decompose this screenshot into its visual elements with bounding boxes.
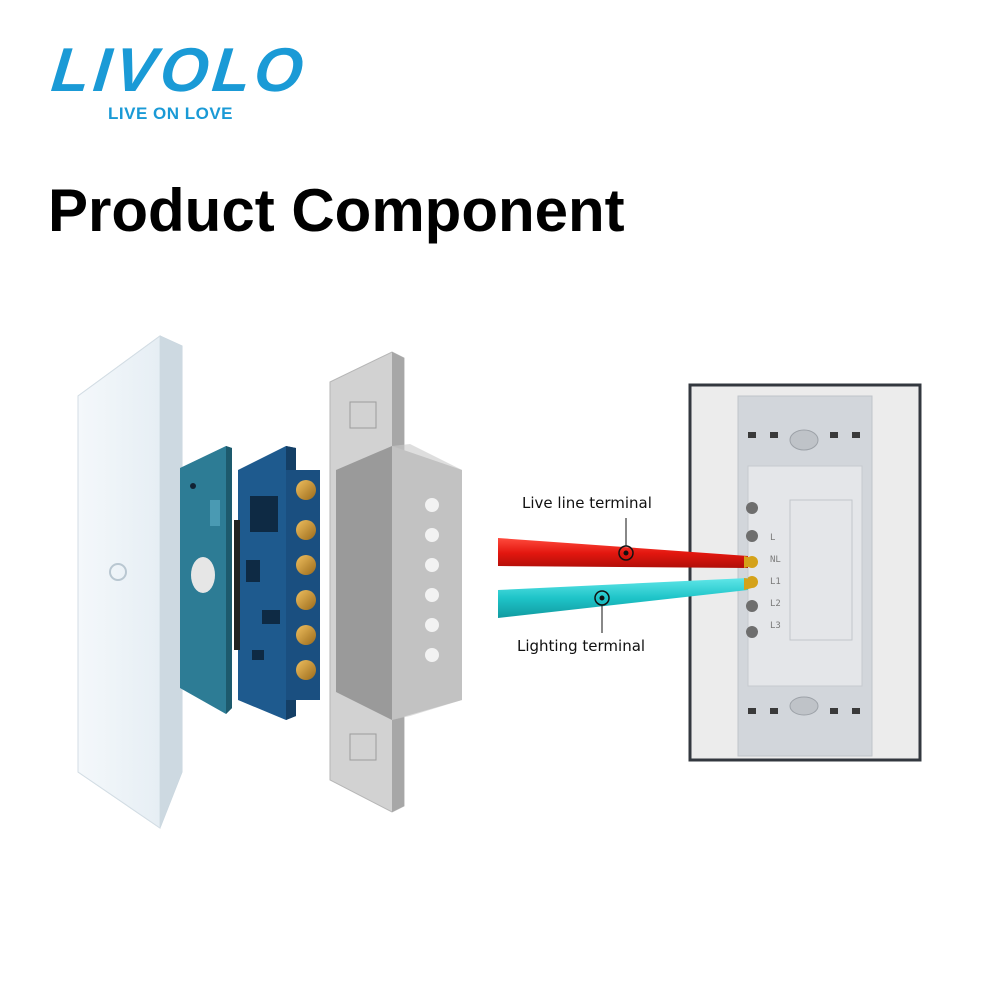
touch-button-icon	[109, 563, 127, 581]
live-line-callout: Live line terminal	[522, 494, 652, 512]
terminal-label: L	[770, 533, 775, 543]
live-wire	[498, 518, 752, 568]
switch-back-view: L NL L1 L2 L3	[688, 383, 922, 762]
brand-tagline: LIVE ON LOVE	[108, 104, 234, 123]
mounting-bracket	[329, 351, 462, 813]
terminal-screws	[286, 470, 320, 700]
touch-sensor-board	[180, 446, 232, 714]
terminal-label: L2	[770, 599, 781, 609]
lighting-wire	[498, 578, 752, 633]
terminal-label: L1	[770, 577, 781, 587]
terminal-label: L3	[770, 621, 781, 631]
terminal-label: NL	[770, 555, 781, 565]
glass-panel	[77, 335, 183, 829]
lighting-callout: Lighting terminal	[517, 637, 646, 655]
page-title: Product Component	[48, 177, 625, 244]
brand-logo: LIVOLO LIVE ON LOVE	[48, 36, 310, 124]
